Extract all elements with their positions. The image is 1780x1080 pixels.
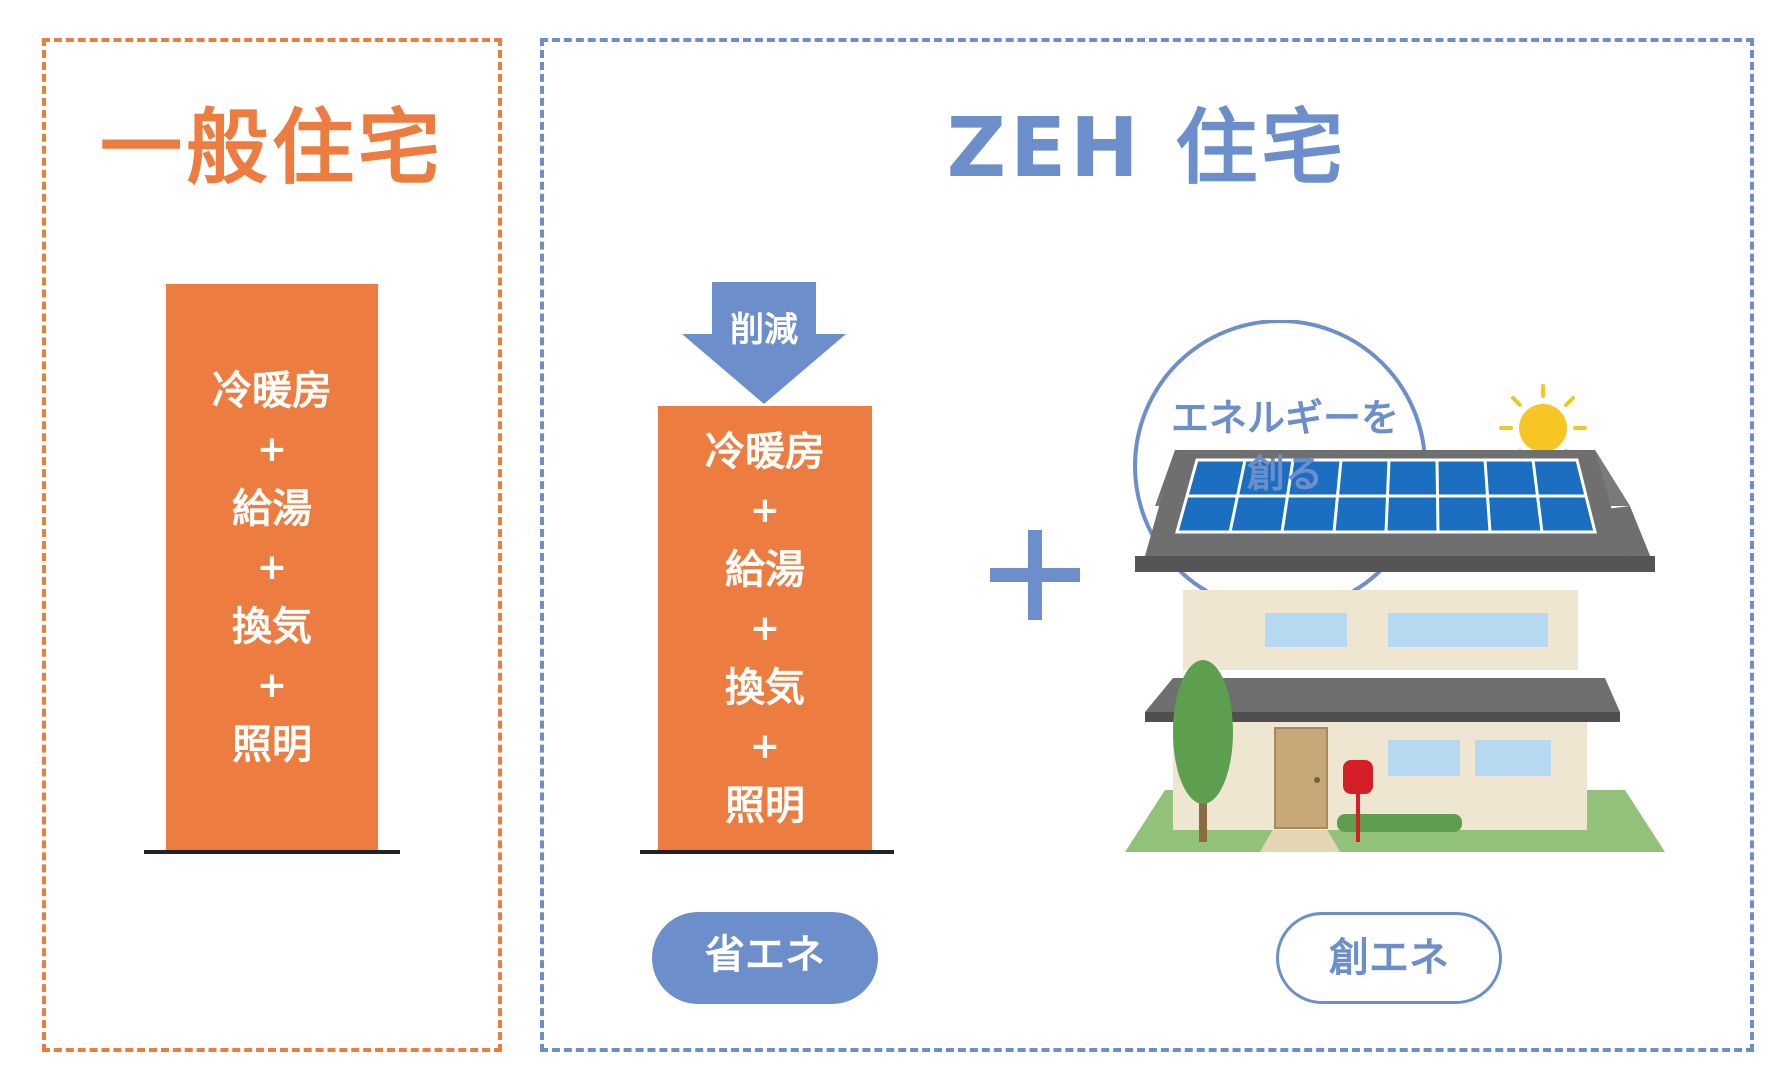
bar-item-lighting: 照明 (725, 783, 805, 829)
general-house-panel (42, 38, 502, 1052)
zeh-house-title: ZEH 住宅 (946, 101, 1348, 196)
mailbox-icon (1343, 760, 1373, 842)
bar-item-heating: 冷暖房 (212, 368, 332, 414)
bar-plus: + (749, 726, 781, 767)
down-arrow-icon (682, 282, 846, 404)
general-energy-bar: 冷暖房 + 給湯 + 換気 + 照明 (166, 284, 378, 852)
plus-icon (990, 530, 1080, 620)
bar-plus: + (256, 547, 288, 588)
bar-plus: + (749, 490, 781, 531)
zeh-baseline (640, 850, 894, 854)
bubble-line-1: エネルギーを (1170, 396, 1399, 440)
zeh-house-panel (540, 38, 1754, 1052)
house-icon (1125, 320, 1665, 852)
tree-icon (1173, 660, 1233, 842)
create-energy-bubble: エネルギーを 創る (1140, 390, 1430, 502)
bar-item-ventilation: 換気 (232, 604, 312, 650)
energy-creation-label: 創エネ (1276, 912, 1502, 1004)
bar-item-hot-water: 給湯 (232, 486, 312, 532)
zeh-energy-bar: 冷暖房 + 給湯 + 換気 + 照明 (658, 406, 872, 852)
bar-item-ventilation: 換気 (725, 665, 805, 711)
general-baseline (144, 850, 400, 854)
solar-panel-icon (1175, 458, 1597, 534)
bar-item-lighting: 照明 (232, 722, 312, 768)
energy-saving-label: 省エネ (652, 912, 878, 1004)
reduction-label: 削減 (730, 310, 798, 350)
bar-plus: + (256, 665, 288, 706)
bar-item-hot-water: 給湯 (725, 547, 805, 593)
general-house-title: 一般住宅 (99, 101, 444, 196)
bar-plus: + (256, 429, 288, 470)
bar-item-heating: 冷暖房 (705, 429, 825, 475)
bar-plus: + (749, 608, 781, 649)
bubble-line-2: 創る (1246, 452, 1323, 496)
